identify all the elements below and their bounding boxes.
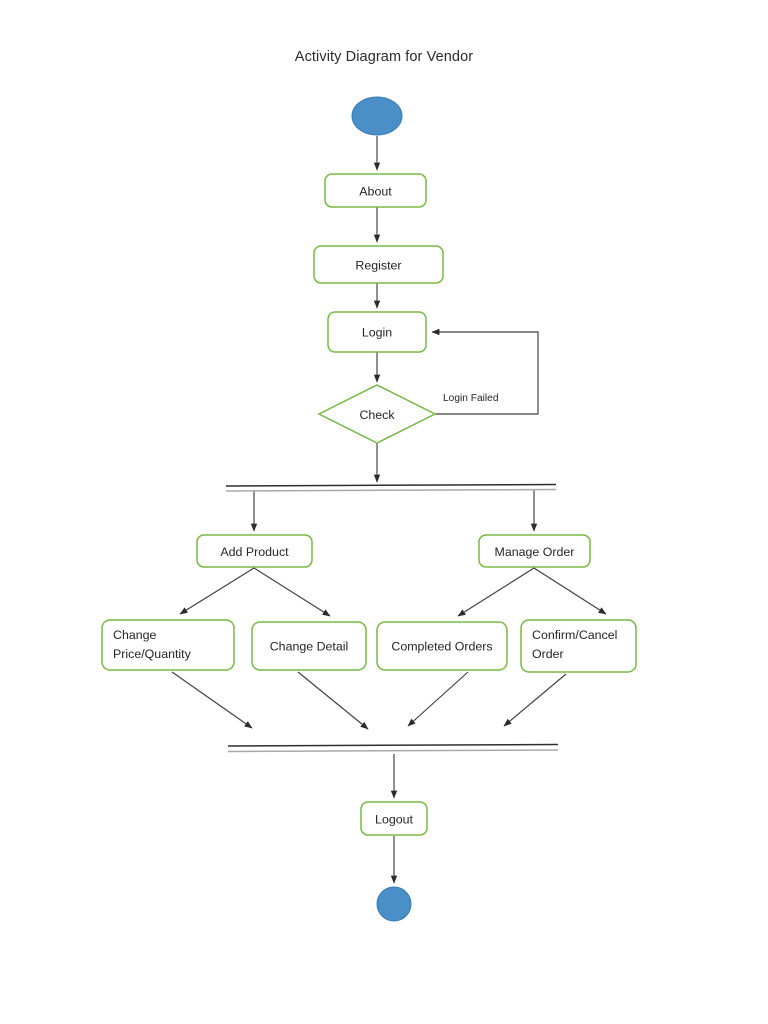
initial-node[interactable]	[351, 96, 403, 136]
edge-add-product-to-change-detail	[253, 567, 331, 617]
action-node-logout[interactable]: Logout	[360, 801, 428, 836]
decision-label-check: Check	[359, 408, 395, 422]
edge-change-price-to-join	[171, 671, 253, 729]
fork-bar	[225, 483, 557, 492]
action-box-change-price-quantity[interactable]	[101, 619, 235, 671]
edge-check-to-login-failed	[431, 328, 539, 415]
action-node-add-product[interactable]: Add Product	[196, 534, 313, 568]
action-box-confirm-cancel-order[interactable]	[520, 619, 637, 673]
action-node-change-detail[interactable]: Change Detail	[251, 621, 367, 671]
edge-confirm-cancel-to-join	[503, 673, 567, 727]
edge-change-detail-to-join	[297, 671, 369, 730]
edge-label-login-failed: Login Failed	[443, 393, 499, 404]
final-node[interactable]	[376, 886, 412, 922]
action-label-register: Register	[355, 259, 401, 273]
action-node-about[interactable]: About	[324, 173, 427, 208]
decision-node-check[interactable]: Check	[317, 384, 437, 444]
join-bar-line-bottom	[227, 749, 559, 753]
action-box-login[interactable]	[327, 311, 427, 353]
action-label-completed-orders: Completed Orders	[391, 640, 492, 654]
action-box-manage-order[interactable]	[478, 534, 591, 568]
action-node-manage-order[interactable]: Manage Order	[478, 534, 591, 568]
fork-bar-line-bottom	[225, 488, 557, 492]
action-box-change-detail[interactable]	[251, 621, 367, 671]
fork-bar-line-top	[225, 483, 557, 487]
action-label-manage-order: Manage Order	[495, 545, 575, 559]
action-box-completed-orders[interactable]	[376, 621, 508, 671]
action-node-login[interactable]: Login	[327, 311, 427, 353]
edge-add-product-to-change-price	[179, 567, 255, 615]
action-label-add-product: Add Product	[220, 545, 289, 559]
edge-manage-order-to-completed-orders	[457, 567, 535, 617]
action-node-completed-orders[interactable]: Completed Orders	[376, 621, 508, 671]
action-box-about[interactable]	[324, 173, 427, 208]
action-label-login: Login	[362, 326, 392, 340]
action-label-about: About	[359, 185, 392, 199]
action-box-register[interactable]	[313, 245, 444, 284]
page-title: Activity Diagram for Vendor	[294, 49, 474, 65]
edge-completed-orders-to-join	[407, 671, 469, 727]
action-label-logout: Logout	[375, 813, 413, 827]
decision-diamond-check[interactable]	[317, 384, 437, 444]
edge-manage-order-to-confirm-cancel	[533, 567, 607, 615]
edge-layer	[171, 136, 607, 884]
action-node-register[interactable]: Register	[313, 245, 444, 284]
join-bar	[227, 743, 559, 753]
action-label-change-detail: Change Detail	[270, 640, 349, 654]
action-box-add-product[interactable]	[196, 534, 313, 568]
join-bar-line-top	[227, 743, 559, 747]
action-box-logout[interactable]	[360, 801, 428, 836]
